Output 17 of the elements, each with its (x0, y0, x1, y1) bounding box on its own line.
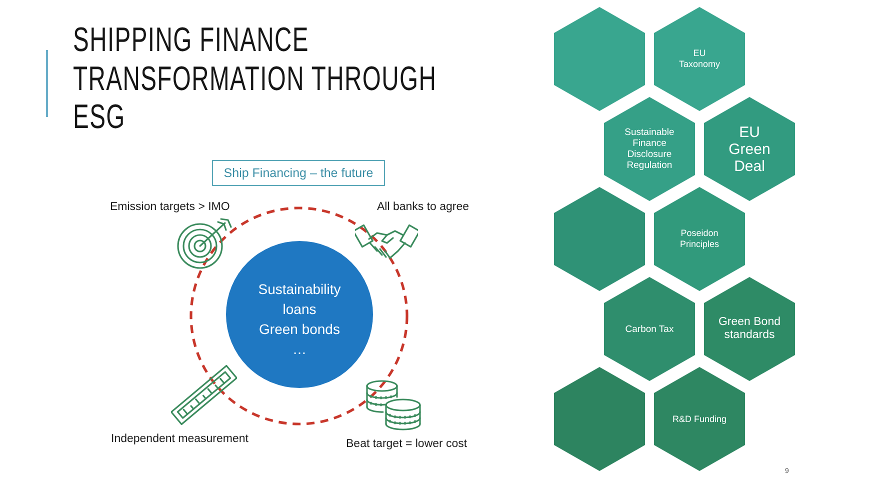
hexagon-label: Sustainable Finance Disclosure Regulation (624, 127, 676, 171)
hexagon-label: Poseidon Principles (678, 228, 720, 250)
circle-text: Green bonds (258, 320, 341, 338)
icon-caption: Independent measurement (111, 432, 248, 446)
icon-caption: All banks to agree (377, 200, 470, 214)
circle-text: … (292, 340, 308, 358)
icon-caption: Beat target = lower cost (346, 437, 468, 451)
heading-text: Ship Financing – the future (224, 166, 374, 180)
hexagon-label: R&D Funding (671, 414, 728, 424)
icon-caption: Emission targets > IMO (110, 200, 230, 214)
slide-title: SHIPPING FINANCE TRANSFORMATION THROUGH ESG (73, 21, 438, 136)
heading-frame (212, 160, 385, 186)
hexagon-label: EU Taxonomy (678, 48, 722, 70)
hexagon-label: Green Bond standards (717, 316, 782, 342)
hexagon-label: Carbon Tax (624, 324, 675, 334)
circle-text: Sustainability loans (257, 280, 342, 318)
hexagon-label: EU Green Deal (728, 124, 772, 174)
